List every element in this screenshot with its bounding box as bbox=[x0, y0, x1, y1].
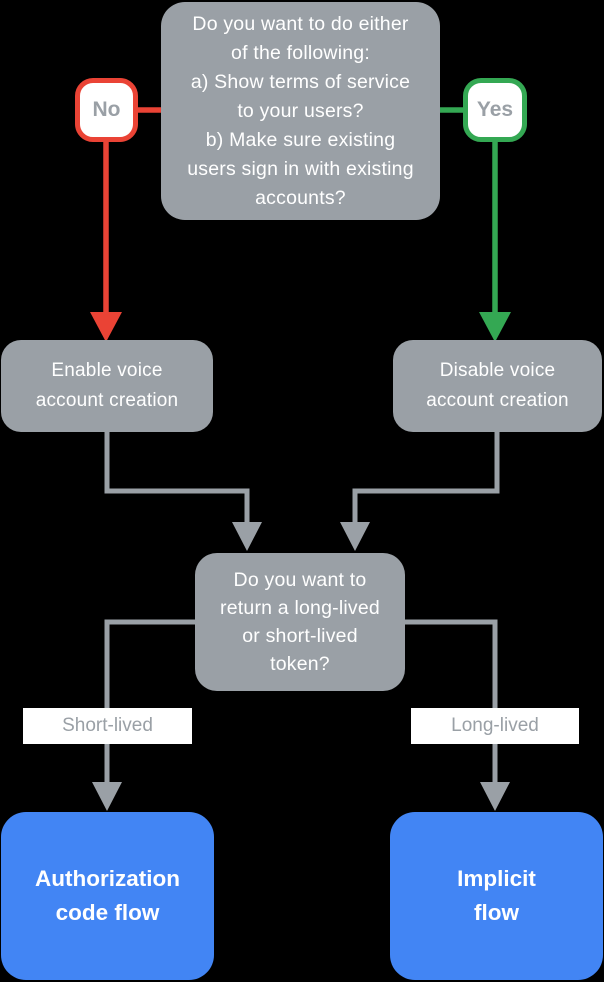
yes-branch-arrow bbox=[440, 107, 511, 342]
yes-badge: Yes bbox=[463, 78, 527, 142]
enable-voice-account-creation-node: Enable voice account creation bbox=[1, 340, 213, 432]
merge-left-arrow bbox=[104, 432, 262, 551]
no-branch-arrow bbox=[90, 107, 161, 342]
implicit-flow-node: Implicit flow bbox=[390, 812, 603, 980]
question-node-terms-of-service: Do you want to do either of the followin… bbox=[161, 2, 440, 220]
question-node-token-lifetime: Do you want to return a long-lived or sh… bbox=[195, 553, 405, 691]
disable-voice-account-creation-node: Disable voice account creation bbox=[393, 340, 602, 432]
merge-right-arrow bbox=[340, 432, 500, 551]
no-badge: No bbox=[75, 78, 138, 142]
long-lived-label: Long-lived bbox=[411, 708, 579, 744]
short-lived-label: Short-lived bbox=[23, 708, 192, 744]
authorization-code-flow-node: Authorization code flow bbox=[1, 812, 214, 980]
